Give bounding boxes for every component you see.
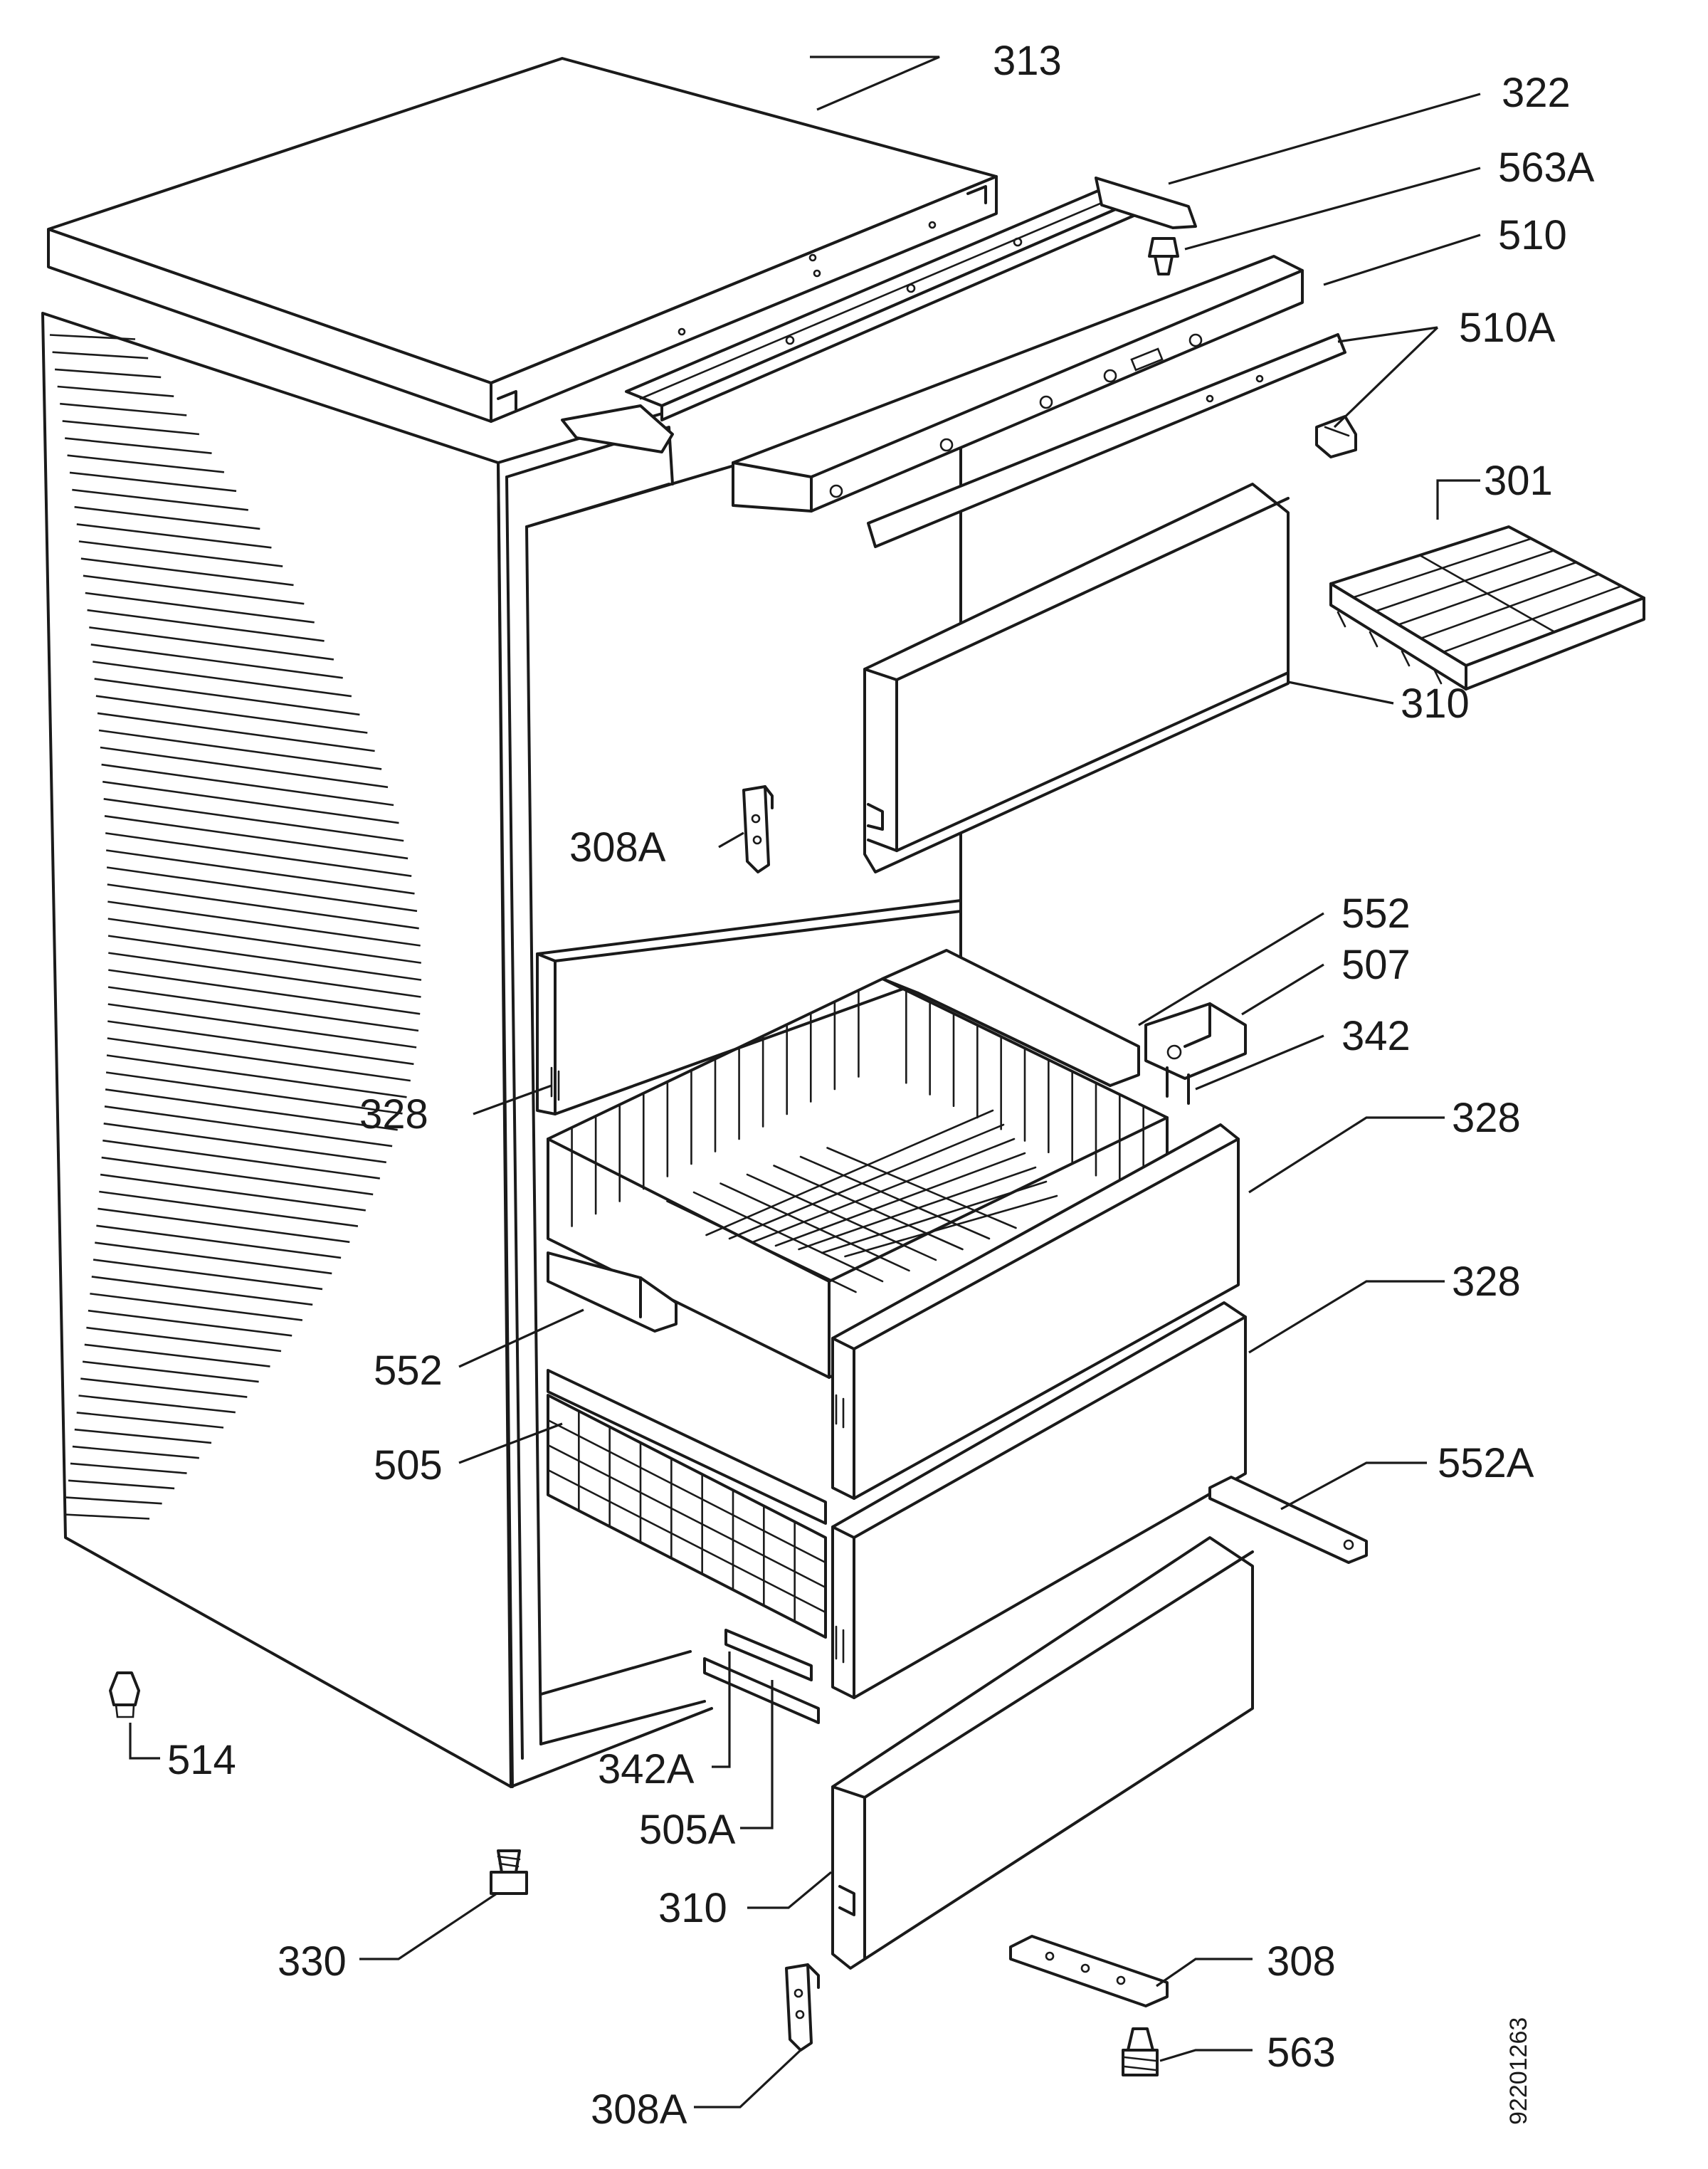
label-330: 330 [278, 1938, 347, 1985]
upper-basket [547, 977, 1169, 1379]
part-514 [109, 1671, 140, 1718]
label-507: 507 [1341, 942, 1411, 988]
label-301: 301 [1484, 458, 1553, 504]
label-313: 313 [993, 38, 1062, 84]
ice-tray-grid [1352, 537, 1623, 653]
drawer-front-328-upper [831, 1123, 1240, 1500]
strip-510a [867, 333, 1346, 548]
label-310-bottom: 310 [658, 1885, 727, 1931]
catch-507 [1144, 1002, 1247, 1105]
bracket-552a [1208, 1476, 1368, 1564]
label-552-top: 552 [1341, 891, 1411, 937]
screw-563a [1148, 237, 1179, 275]
screw-330 [490, 1849, 528, 1895]
rail-505 [547, 1369, 827, 1525]
drawer-front-328-lower [831, 1301, 1247, 1699]
label-328-right-upper: 328 [1452, 1095, 1521, 1141]
rail-552-left [547, 1251, 678, 1333]
label-505a: 505A [639, 1807, 736, 1853]
control-panel [732, 255, 1304, 513]
top-rail [561, 177, 1197, 453]
label-552-left: 552 [374, 1348, 443, 1394]
label-342a: 342A [598, 1746, 695, 1792]
document-number: 92201263 [1505, 2017, 1532, 2125]
label-310-top: 310 [1401, 681, 1470, 727]
part-labels: 313 322 563A 510 510A 301 310 308A 552 5… [167, 38, 1595, 2133]
leader-lines [129, 56, 1481, 2108]
cabinet-body [41, 312, 962, 1788]
screw-563 [1122, 2027, 1159, 2076]
label-308: 308 [1267, 1938, 1336, 1985]
lower-basket [547, 1394, 827, 1639]
label-510: 510 [1498, 212, 1567, 258]
inner-panel-328 [536, 899, 962, 1115]
rails-342a-505a [703, 1629, 820, 1724]
label-328-left: 328 [359, 1091, 428, 1138]
drawer-front-bottom [831, 1536, 1254, 1970]
top-cover [47, 57, 998, 423]
rail-552-upper [881, 949, 1140, 1087]
label-308a-bottom: 308A [591, 2086, 687, 2133]
lower-basket-wires [547, 1409, 827, 1623]
label-342: 342 [1341, 1013, 1411, 1059]
label-322: 322 [1502, 70, 1571, 116]
plate-308 [1009, 1935, 1169, 2007]
knob-510a [1315, 415, 1357, 458]
label-552a: 552A [1438, 1440, 1534, 1486]
label-514: 514 [167, 1737, 236, 1783]
label-505: 505 [374, 1442, 443, 1488]
label-308a-top: 308A [569, 824, 666, 871]
label-563a: 563A [1498, 145, 1595, 191]
label-510a: 510A [1459, 305, 1556, 351]
ice-tray [1329, 525, 1645, 690]
hinge-308a-bottom [785, 1963, 820, 2052]
label-328-right-lower: 328 [1452, 1259, 1521, 1305]
drawer-front-top [863, 483, 1290, 873]
basket-wires [571, 989, 1144, 1293]
side-shading [49, 334, 422, 1520]
label-563: 563 [1267, 2029, 1336, 2076]
hinge-308a-top [742, 785, 774, 873]
